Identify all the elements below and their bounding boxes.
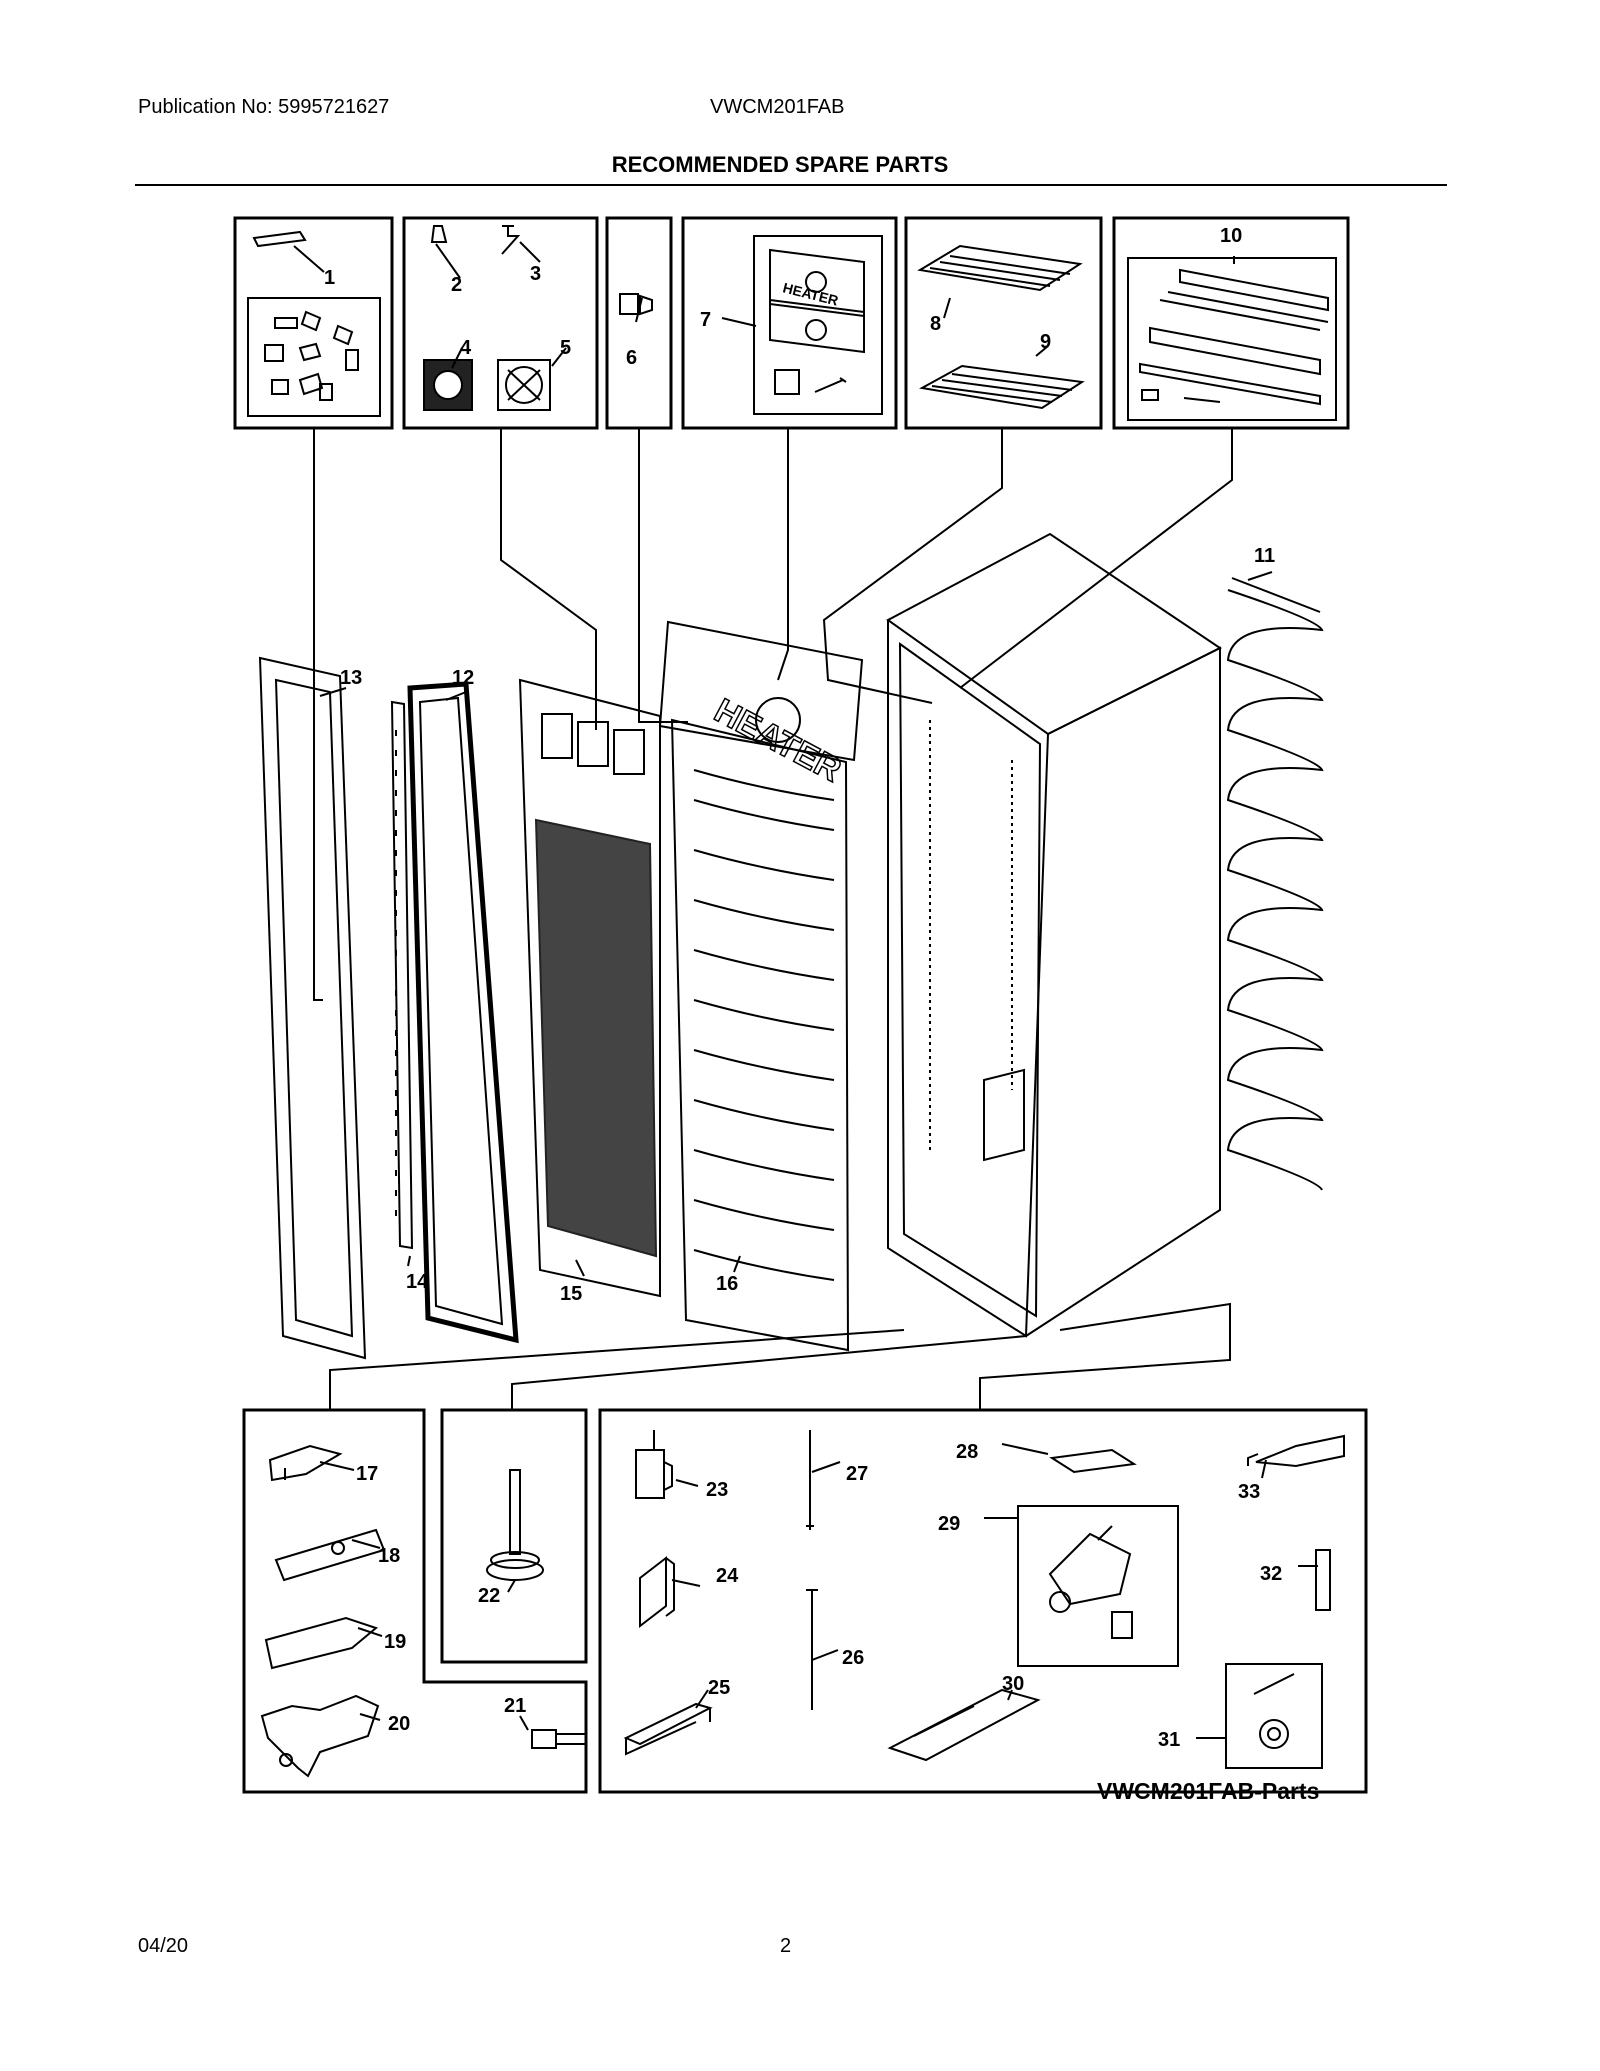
part-label-27: 27 <box>846 1463 868 1485</box>
part-12-gasket <box>407 681 519 1344</box>
box-top-2 <box>402 216 599 430</box>
part-label-28: 28 <box>956 1441 978 1463</box>
part-13-door-panel <box>258 656 367 1360</box>
box-top-4 <box>681 216 898 430</box>
part-label-5: 5 <box>560 337 571 359</box>
part-label-30: 30 <box>1002 1673 1024 1695</box>
footer-date: 04/20 <box>138 1935 189 1957</box>
part-label-6: 6 <box>626 347 637 369</box>
part-label-9: 9 <box>1040 331 1051 353</box>
part-label-10: 10 <box>1220 225 1242 247</box>
part-label-14: 14 <box>406 1271 429 1293</box>
part-label-29: 29 <box>938 1513 960 1535</box>
box-top-1 <box>233 216 394 430</box>
part-label-21: 21 <box>504 1695 526 1717</box>
footer-page-number: 2 <box>780 1935 792 1957</box>
part-label-20: 20 <box>388 1713 410 1735</box>
part-label-7: 7 <box>700 309 711 331</box>
box-top-5 <box>904 216 1103 430</box>
part-label-33: 33 <box>1238 1481 1260 1503</box>
part-label-16: 16 <box>716 1273 738 1295</box>
connector-lines-top <box>313 428 1233 1001</box>
part-label-31: 31 <box>1158 1729 1180 1751</box>
part-label-3: 3 <box>530 263 541 285</box>
leader-lines <box>293 241 1318 1739</box>
box-bottom-left <box>242 1408 588 1794</box>
publication-number: Publication No: 5995721627 <box>138 96 390 118</box>
part-label-25: 25 <box>708 1677 730 1699</box>
part-label-18: 18 <box>378 1545 400 1567</box>
cabinet-body <box>886 532 1222 1338</box>
part-label-23: 23 <box>706 1479 728 1501</box>
heater-label: HEATER <box>708 692 847 790</box>
part-14-strip <box>390 700 414 1250</box>
part-label-24: 24 <box>716 1565 739 1587</box>
part-11-condenser <box>1226 577 1324 1191</box>
box-top-6 <box>1112 216 1350 430</box>
box-bottom-mid <box>440 1408 588 1664</box>
box-top-3 <box>605 216 673 430</box>
part-label-26: 26 <box>842 1647 864 1669</box>
diagram-caption: VWCM201FAB-Parts <box>1097 1778 1320 1804</box>
header-rule <box>135 184 1447 186</box>
part-label-17: 17 <box>356 1463 378 1485</box>
part-label-19: 19 <box>384 1631 406 1653</box>
part-label-8: 8 <box>930 313 941 335</box>
part-label-12: 12 <box>452 667 474 689</box>
part-label-4: 4 <box>460 337 472 359</box>
part-15-grille-panel <box>518 678 661 1298</box>
page-title: RECOMMENDED SPARE PARTS <box>611 152 949 177</box>
box-bottom-right <box>598 1408 1368 1794</box>
model-number: VWCM201FAB <box>710 96 845 118</box>
part-label-11: 11 <box>1254 545 1275 567</box>
part-label-32: 32 <box>1260 1563 1282 1585</box>
part-label-2: 2 <box>451 274 462 296</box>
part-label-22: 22 <box>478 1585 500 1607</box>
part-label-13: 13 <box>340 667 362 689</box>
connector-lines-bottom <box>329 1302 1231 1410</box>
part-label-1: 1 <box>324 267 335 289</box>
part-label-15: 15 <box>560 1283 582 1305</box>
part-16-evaporator <box>658 620 864 1352</box>
